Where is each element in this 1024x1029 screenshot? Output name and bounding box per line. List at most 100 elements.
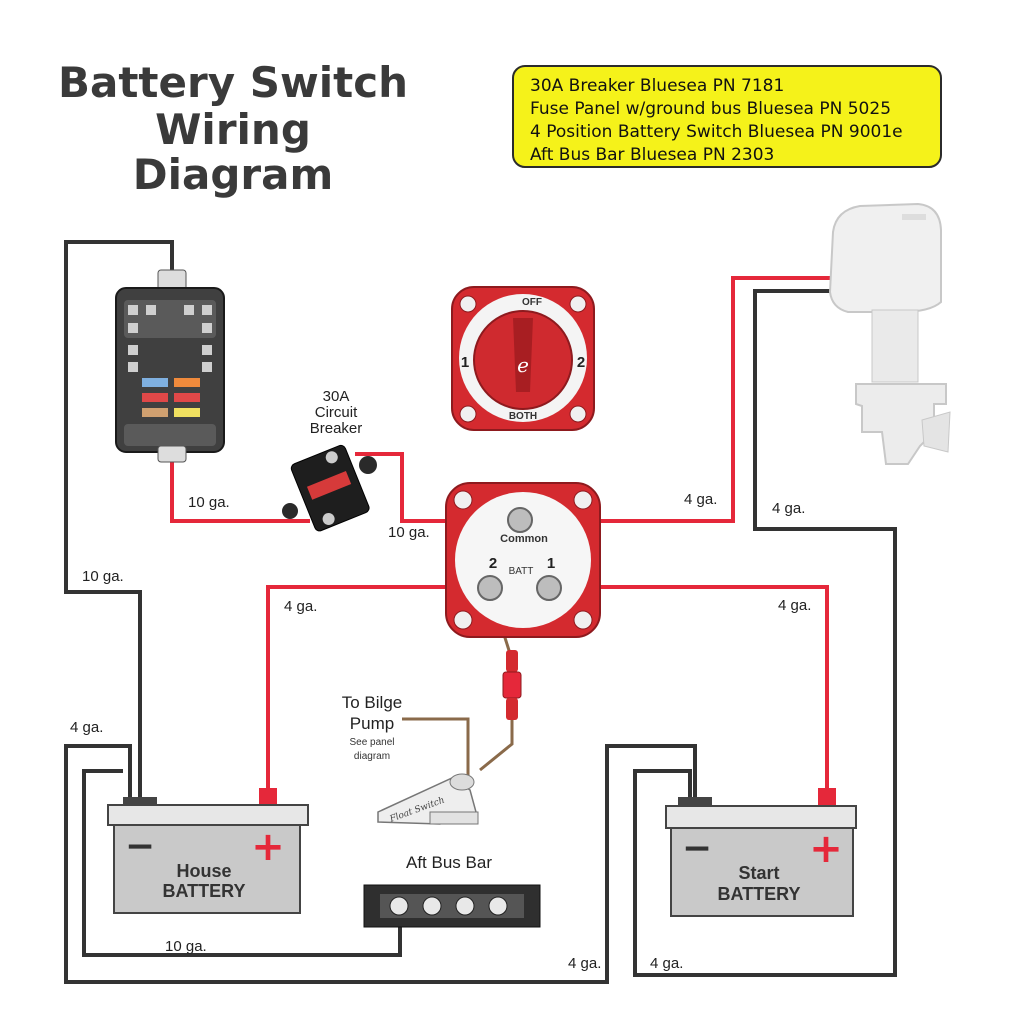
- batt-label: BATT: [509, 566, 534, 577]
- inline-fuse-bottom: [506, 698, 518, 720]
- parts-note: 30A Breaker Bluesea PN 7181 Fuse Panel w…: [512, 65, 942, 168]
- common-stud: [507, 507, 533, 533]
- start-battery-lid: [665, 805, 857, 829]
- gauge-house-neg-to-bus: 4 ga.: [568, 955, 601, 972]
- switch-mount-hole: [459, 295, 477, 313]
- fuse-screw: [202, 362, 212, 372]
- start-battery-label-2: BATTERY: [718, 884, 801, 904]
- fuse: [174, 408, 200, 417]
- bus-bar-label: Aft Bus Bar: [406, 853, 492, 872]
- aft-bus-bar: Aft Bus Bar: [363, 853, 541, 928]
- start-neg-post: [678, 797, 712, 807]
- house-minus-symbol: −: [125, 826, 155, 867]
- fuse: [174, 393, 200, 402]
- start-pos-post: [818, 788, 836, 806]
- parts-note-line-1: 30A Breaker Bluesea PN 7181: [530, 76, 784, 96]
- fuse-to-breaker-wire: [170, 458, 310, 523]
- house-battery-label-2: BATTERY: [163, 881, 246, 901]
- breaker-label-1: 30A: [323, 388, 350, 405]
- gauge-term1-to-start: 4 ga.: [778, 597, 811, 614]
- switch-off-label: OFF: [522, 297, 542, 308]
- inline-fuse-top: [506, 650, 518, 672]
- switch-both-label: BOTH: [509, 411, 537, 422]
- term1-to-start-wire: [548, 585, 829, 792]
- bilge-sub-2: diagram: [354, 751, 390, 762]
- parts-note-line-2: Fuse Panel w/ground bus Bluesea PN 5025: [530, 99, 891, 119]
- breaker-terminal: [322, 512, 335, 525]
- terminal-mount-hole: [573, 490, 593, 510]
- breaker-boot: [359, 456, 377, 474]
- fuse-screw: [202, 305, 212, 315]
- fuse-row: [142, 378, 200, 417]
- fuse: [174, 378, 200, 387]
- gauge-fuse-ground: 10 ga.: [82, 568, 124, 585]
- fuse: [142, 378, 168, 387]
- fuse: [142, 393, 168, 402]
- switch-pos2-label: 2: [577, 354, 585, 371]
- house-battery-case: [113, 824, 301, 914]
- fuse-panel: [115, 269, 225, 463]
- breaker-terminal: [325, 451, 338, 464]
- bilge-label-1: To Bilge: [342, 693, 402, 712]
- float-switch-base: [429, 811, 479, 825]
- motor-cowling: [828, 202, 942, 313]
- motor-propeller: [921, 411, 951, 453]
- terminal-mount-hole: [453, 490, 473, 510]
- start-minus-symbol: −: [682, 828, 712, 869]
- gauge-term2-to-house: 4 ga.: [284, 598, 317, 615]
- gauge-common-to-motor: 4 ga.: [684, 491, 717, 508]
- gauge-breaker-to-common: 10 ga.: [388, 524, 430, 541]
- bilge-pump-wire: [402, 717, 470, 780]
- parts-note-line-4: Aft Bus Bar Bluesea PN 2303: [530, 145, 774, 165]
- house-neg-to-bus-wire: [64, 744, 697, 984]
- title-line-2: Wiring: [155, 105, 311, 154]
- switch-mount-hole: [459, 405, 477, 423]
- circuit-breaker: 30A Circuit Breaker: [282, 388, 377, 532]
- fuse-screw: [128, 345, 138, 355]
- terminal-mount-hole: [453, 610, 473, 630]
- gauge-start-negative: 4 ga.: [650, 955, 683, 972]
- motor-ground-wire: [633, 289, 897, 977]
- breaker-label-strip: [306, 471, 352, 500]
- fuse-screw: [128, 362, 138, 372]
- house-pos-post: [259, 788, 277, 806]
- fuse-screw: [202, 345, 212, 355]
- house-battery-label-1: House: [176, 861, 231, 881]
- terminal-mount-hole: [573, 610, 593, 630]
- fuse: [142, 408, 168, 417]
- motor-lower-unit: [855, 383, 947, 465]
- switch-knob-handle: [513, 318, 533, 392]
- terminal-1-label: 1: [547, 555, 555, 572]
- busbar-ground-wire: [82, 769, 402, 957]
- start-battery-label-1: Start: [738, 863, 779, 883]
- house-plus-symbol: +: [251, 824, 285, 870]
- start-battery: − + Start BATTERY: [665, 788, 857, 917]
- gauge-labels: 10 ga. 10 ga. 4 ga. 4 ga. 10 ga. 4 ga. 4…: [70, 491, 811, 972]
- fuse-screw: [146, 305, 156, 315]
- house-battery-lid: [107, 804, 309, 826]
- bus-bar-stud: [389, 896, 409, 916]
- gauge-busbar-ground: 10 ga.: [165, 938, 207, 955]
- fuse-ground-wire: [64, 240, 174, 800]
- house-battery: − + House BATTERY: [107, 788, 309, 914]
- fuse-panel-ground-area: [124, 424, 216, 446]
- motor-vent: [902, 214, 926, 220]
- breaker-label-2: Circuit: [315, 404, 358, 421]
- terminal-2-label: 2: [489, 555, 497, 572]
- inline-fuse: [502, 650, 522, 720]
- start-battery-case: [670, 827, 854, 917]
- diagram-title: Battery Switch Wiring Diagram: [58, 58, 408, 199]
- house-neg-post: [123, 797, 157, 807]
- terminal-2-stud: [477, 575, 503, 601]
- common-label: Common: [500, 533, 548, 545]
- switch-logo: e: [517, 353, 529, 377]
- motor-midsection: [871, 309, 919, 383]
- float-switch: Float Switch: [377, 773, 479, 825]
- title-line-3: Diagram: [133, 150, 333, 199]
- bus-bar-stud: [455, 896, 475, 916]
- bilge-label-2: Pump: [350, 714, 394, 733]
- title-line-1: Battery Switch: [58, 58, 408, 107]
- gauge-house-negative: 4 ga.: [70, 719, 103, 736]
- float-switch-pivot: [449, 773, 475, 791]
